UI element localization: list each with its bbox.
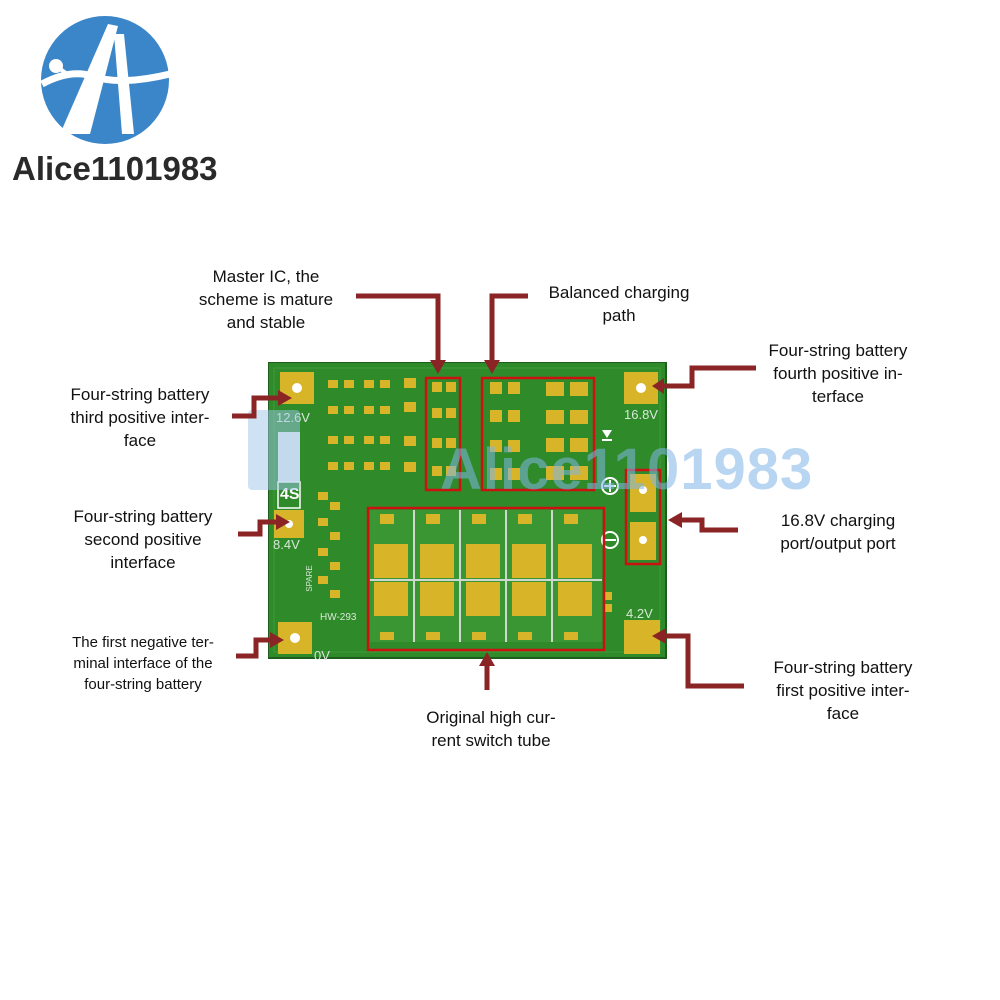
- mosfet-array: [370, 510, 602, 642]
- pad-0v: [278, 622, 312, 654]
- callout-switch-tube: Original high cur- rent switch tube: [426, 708, 556, 750]
- label-16v8: 16.8V: [624, 407, 658, 422]
- pad-16v8: [624, 372, 658, 404]
- callout-first-negative: The first negative ter- minal interface …: [72, 634, 214, 693]
- callout-fourth-positive: Four-string battery fourth positive in- …: [768, 341, 908, 406]
- label-4v2: 4.2V: [626, 606, 653, 621]
- minus-icon: [601, 531, 619, 549]
- switch-tube-highlight: [366, 506, 606, 652]
- brand-logo-icon: [40, 16, 171, 144]
- balanced-path-highlight: [480, 376, 596, 492]
- label-4s: 4S: [280, 486, 300, 503]
- pcb-board: [268, 362, 667, 659]
- watermark-text: Alice1101983: [440, 437, 814, 502]
- watermark-shape: [248, 410, 300, 490]
- master-ic-highlight: [424, 376, 462, 492]
- label-8v4: 8.4V: [273, 537, 300, 552]
- callout-balanced-path: Balanced charging path: [548, 283, 690, 325]
- brand-name: Alice1101983: [12, 150, 218, 187]
- callout-charging-port: 16.8V charging port/output port: [780, 511, 896, 553]
- plus-icon: [601, 477, 619, 495]
- diode-icon: [602, 430, 612, 441]
- callout-third-positive: Four-string battery third positive inter…: [70, 385, 210, 450]
- label-0v: 0V: [314, 648, 330, 663]
- pad-output-minus: [630, 522, 656, 560]
- callout-second-positive: Four-string battery second positive inte…: [73, 507, 213, 572]
- callout-first-positive: Four-string battery first positive inter…: [773, 658, 913, 723]
- callout-master-ic: Master IC, the scheme is mature and stab…: [198, 267, 334, 332]
- label-model: HW-293: [320, 612, 357, 623]
- pad-output-plus: [630, 474, 656, 512]
- output-port-highlight: [624, 468, 662, 566]
